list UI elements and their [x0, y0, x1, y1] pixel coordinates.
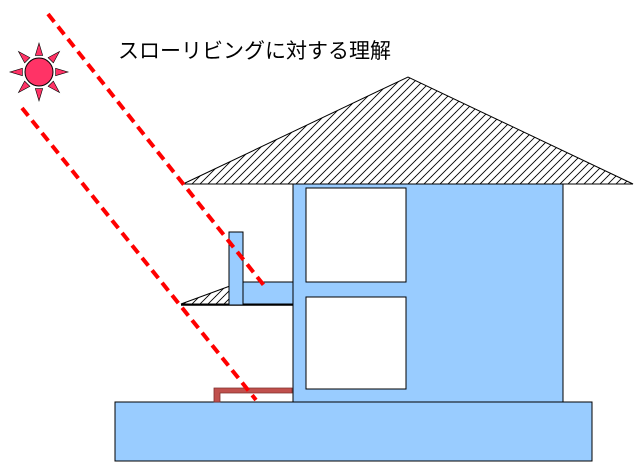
- main-roof: [182, 76, 634, 185]
- sun-ray-6: [34, 41, 44, 56]
- extension-beam: [242, 281, 294, 305]
- sun-body: [24, 57, 54, 87]
- sunlight-ray-lower: [20, 106, 258, 402]
- sun-ray-7: [47, 50, 61, 64]
- sun-ray-3: [17, 80, 31, 94]
- upper-window: [305, 187, 407, 283]
- deck-frame: [213, 387, 293, 403]
- sunlight-ray-upper: [46, 12, 268, 290]
- foundation-block: [114, 401, 593, 462]
- sun-ray-1: [47, 80, 61, 94]
- sun-rays: [8, 41, 70, 103]
- porch-roof: [180, 285, 231, 305]
- extension-pillar: [228, 231, 244, 306]
- sun-ray-0: [55, 67, 70, 77]
- sun-icon: [8, 41, 70, 103]
- diagram-caption: スローリビングに対する理解: [118, 39, 391, 63]
- sun-ray-4: [8, 67, 23, 77]
- sun-ray-5: [17, 50, 31, 64]
- sun-ray-2: [34, 88, 44, 103]
- lower-window: [305, 296, 407, 390]
